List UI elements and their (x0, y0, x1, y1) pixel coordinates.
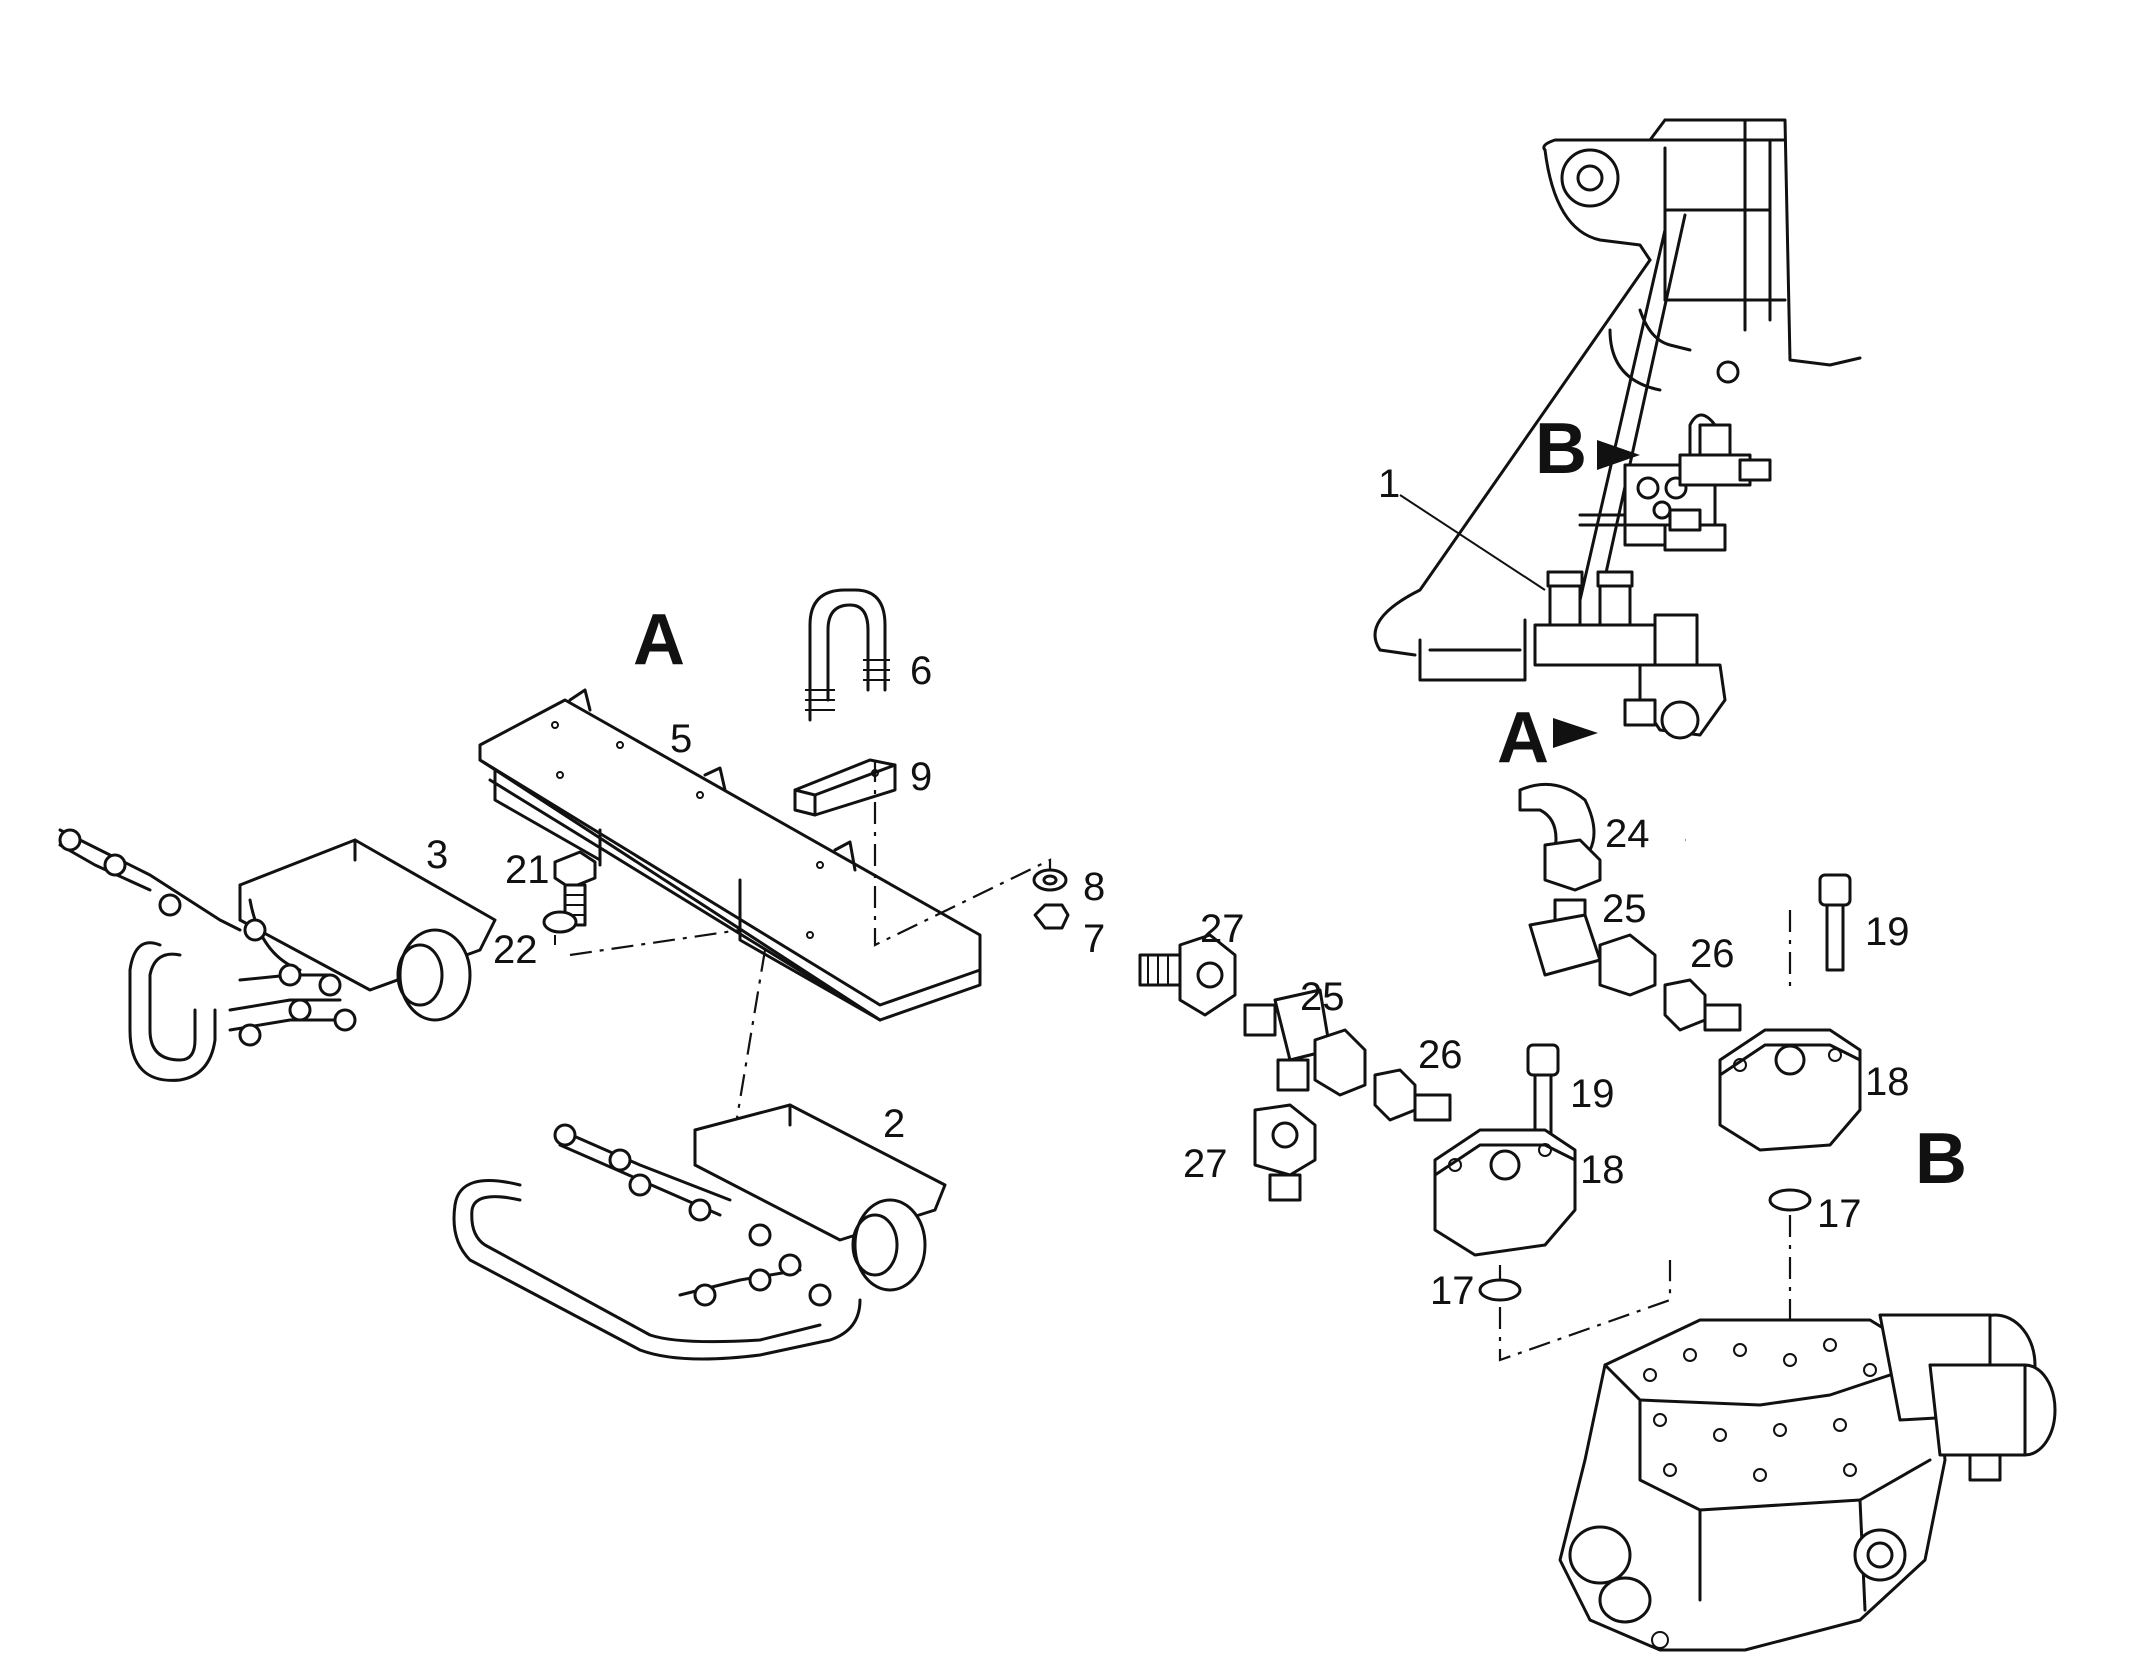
view-label-b-main: B (1915, 1119, 1967, 1199)
part-6-u-bolt (805, 588, 890, 722)
part-3-hose-bracket (58, 828, 497, 1082)
part-18-flange-right (1718, 1028, 1862, 1152)
view-label-a-main: A (633, 600, 685, 680)
view-arrow-a (1553, 718, 1598, 748)
callout-25-right: 25 (1602, 887, 1647, 931)
part-2-hose-bracket (452, 1103, 947, 1361)
part-17-o-ring-left (1478, 1278, 1522, 1302)
assembly-lines (569, 760, 1792, 1362)
callout-24: 24 (1605, 812, 1650, 856)
part-24-elbow (1518, 782, 1602, 892)
part-26-fitting-left (1373, 1068, 1452, 1122)
part-27-adapter-upper (1138, 933, 1237, 1017)
callout-2: 2 (883, 1102, 905, 1146)
callout-26-left: 26 (1418, 1033, 1463, 1077)
part-25-tee-right (1528, 898, 1657, 997)
detail-b-small-view (1578, 413, 1772, 552)
part-25-tee-left (1243, 988, 1367, 1097)
control-valve-block (1558, 1313, 2057, 1652)
callout-25-left: 25 (1300, 975, 1345, 1019)
callout-21: 21 (505, 848, 550, 892)
callout-26-right: 26 (1690, 932, 1735, 976)
callout-18-right: 18 (1865, 1060, 1910, 1104)
part-17-o-ring-right (1768, 1188, 1812, 1212)
part-1-valve-block (1533, 570, 1727, 740)
view-label-b-ref: B (1535, 409, 1587, 489)
part-22-washer (542, 910, 578, 934)
part-5-bracket (478, 688, 982, 1022)
callout-22: 22 (493, 928, 538, 972)
callout-17-right: 17 (1817, 1192, 1862, 1236)
callout-27-upper: 27 (1200, 907, 1245, 951)
callout-18-left: 18 (1580, 1148, 1625, 1192)
callout-19-right: 19 (1865, 910, 1910, 954)
callout-7: 7 (1083, 917, 1105, 961)
part-8-washer (1032, 868, 1068, 892)
part-18-flange-left (1433, 1128, 1577, 1257)
leader-1 (1399, 494, 1546, 591)
part-27-adapter-lower (1253, 1103, 1317, 1202)
view-label-a-ref: A (1497, 698, 1549, 778)
callout-5: 5 (670, 717, 692, 761)
callout-27-lower: 27 (1183, 1142, 1228, 1186)
machine-frame (1373, 118, 1862, 682)
view-arrow-b (1597, 440, 1640, 470)
callout-6: 6 (910, 649, 932, 693)
part-19-bolt-left (1526, 1043, 1560, 1147)
callout-17-left: 17 (1430, 1269, 1475, 1313)
part-19-bolt-right (1818, 873, 1852, 972)
callout-8: 8 (1083, 865, 1105, 909)
callout-1: 1 (1378, 462, 1400, 506)
part-7-nut (1033, 903, 1070, 930)
callout-3: 3 (426, 833, 448, 877)
part-26-fitting-right (1663, 978, 1742, 1032)
callout-19-left: 19 (1570, 1072, 1615, 1116)
part-9-clamp-plate (793, 758, 897, 817)
callout-9: 9 (910, 755, 932, 799)
